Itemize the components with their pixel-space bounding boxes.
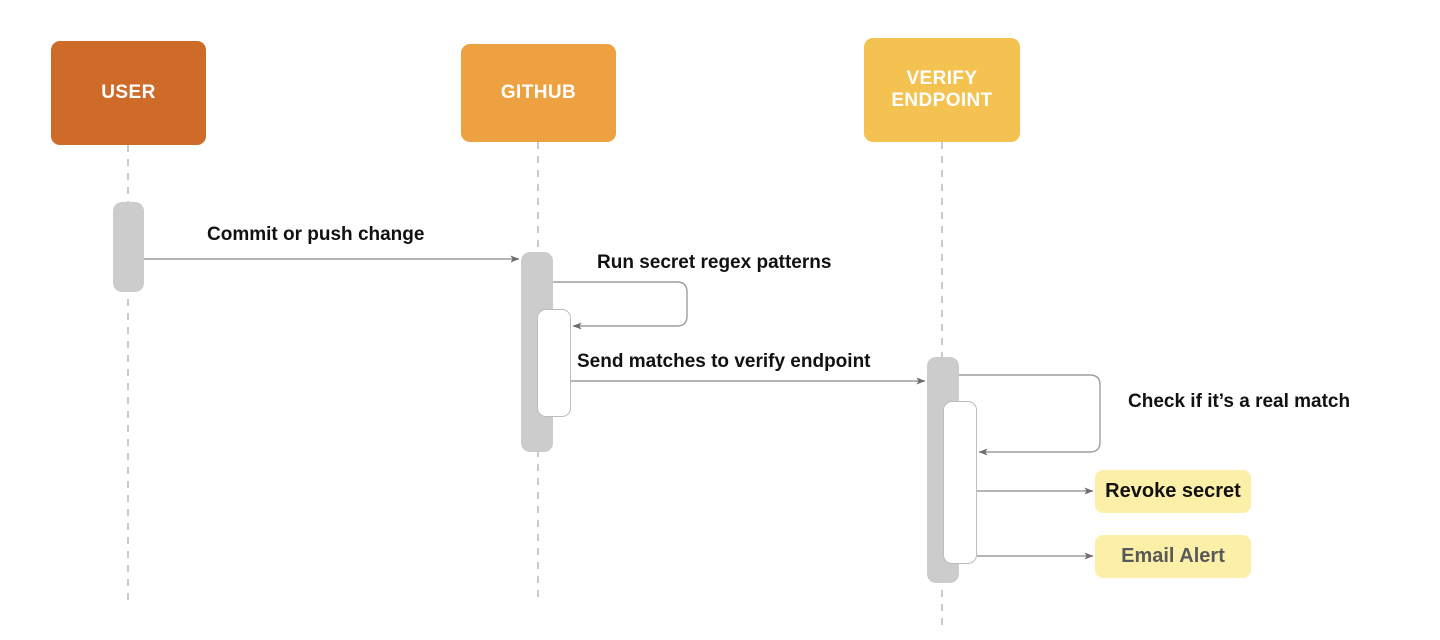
participant-user[interactable]: USER: [51, 41, 206, 145]
participant-github[interactable]: GITHUB: [461, 44, 616, 142]
message-label-send-matches: Send matches to verify endpoint: [577, 351, 871, 372]
note-revoke-secret[interactable]: Revoke secret: [1095, 470, 1251, 513]
participant-verify-endpoint[interactable]: VERIFY ENDPOINT: [864, 38, 1020, 142]
arrow-check-real-match: [959, 374, 1101, 456]
participant-verify-endpoint-label: VERIFY ENDPOINT: [891, 67, 993, 111]
message-label-commit-or-push: Commit or push change: [207, 224, 425, 245]
message-arrows: [144, 255, 1101, 560]
participant-github-label: GITHUB: [500, 81, 577, 103]
activation-bar-verify-nested: [943, 401, 977, 564]
message-label-check-real-match: Check if it’s a real match: [1128, 391, 1351, 412]
note-email-alert[interactable]: Email Alert: [1095, 535, 1251, 578]
note-revoke-secret-label: Revoke secret: [1105, 480, 1241, 502]
activation-bar-github-nested: [537, 309, 571, 417]
arrow-run-secret-regex: [553, 281, 688, 330]
message-label-run-secret-regex: Run secret regex patterns: [597, 252, 832, 273]
participant-user-label: USER: [101, 81, 156, 103]
activation-bar-user: [113, 202, 144, 292]
note-email-alert-label: Email Alert: [1121, 545, 1225, 567]
